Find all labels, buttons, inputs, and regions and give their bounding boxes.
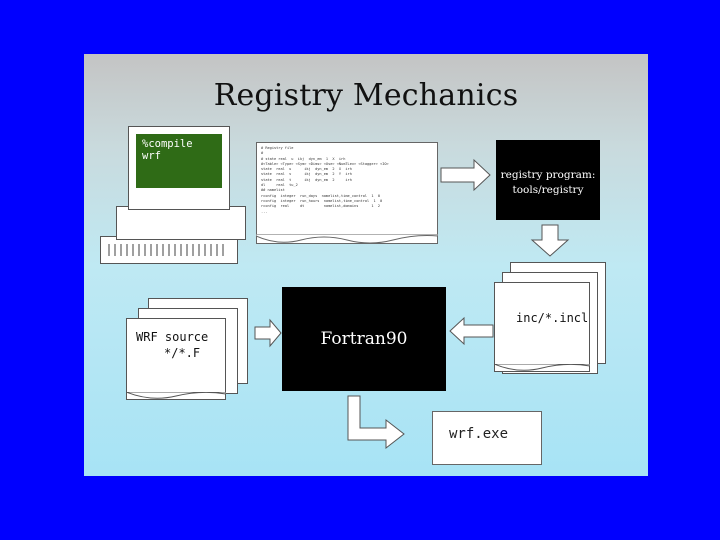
wrf-source-line2: */*.F: [164, 346, 201, 360]
inc-file-wave: [494, 364, 590, 371]
slide: Registry Mechanics %compile wrf # Regist…: [84, 54, 648, 476]
registry-file-document: # Registry file## state real u ikj dyn_e…: [256, 142, 438, 244]
wrf-source-page-front: [126, 318, 226, 400]
registry-file-lines: # Registry file## state real u ikj dyn_e…: [257, 143, 437, 218]
arrow-right-icon: [440, 158, 491, 192]
registry-program-line2: tools/registry: [512, 184, 584, 196]
registry-file-line: # Registry file: [261, 146, 294, 150]
fortran90-label: Fortran90: [320, 329, 408, 349]
wrf-source-line1: WRF source: [136, 330, 209, 344]
registry-program-box: registry program: tools/registry: [496, 140, 600, 220]
arrow-right-small-icon: [254, 318, 282, 348]
registry-file-line: rconfig integer run_hours namelist,time_…: [261, 198, 383, 203]
wrf-executable-label: wrf.exe: [449, 426, 509, 442]
inc-files-label: inc/*.incl: [516, 311, 589, 325]
registry-file-line: ...: [261, 209, 268, 214]
slide-title: Registry Mechanics: [213, 78, 519, 113]
registry-file-line: rconfig integer run_days namelist,time_c…: [261, 193, 380, 198]
compile-command: %compile wrf: [142, 138, 193, 162]
arrow-elbow-icon: [347, 395, 405, 450]
registry-file-line: #: [261, 151, 264, 156]
registry-file-line: rconfig real dt namelist,domains 1 2: [261, 204, 380, 209]
registry-file-line: state real u ikj dyn_em 2 X irh: [261, 167, 352, 172]
inc-file-page-front: [494, 282, 590, 372]
arrow-left-icon: [449, 316, 494, 346]
computer-screen: %compile wrf: [136, 134, 222, 188]
fortran90-box: Fortran90: [282, 287, 446, 391]
keyboard-keys: [108, 244, 228, 256]
registry-file-line: state real v ikj dyn_em 2 Y irh: [261, 172, 352, 177]
registry-file-line: #<Table> <Type> <Sym> <Dims> <Use> <NumT…: [261, 161, 389, 166]
computer-base: [116, 206, 246, 240]
wrf-executable-box: wrf.exe: [432, 411, 542, 465]
arrow-down-icon: [530, 224, 570, 257]
wrf-source-label: WRF source */*.F: [136, 329, 208, 361]
registry-file-line: # state real u ikj dyn_em 1 X irh: [261, 156, 346, 161]
wrf-source-wave: [126, 392, 226, 399]
document-wave-edge: [256, 234, 438, 244]
registry-program-line1: registry program:: [500, 169, 596, 181]
registry-file-line: state real t ikj dyn_em 2 irh: [261, 177, 352, 182]
registry-file-line: dl real tu_2: [261, 183, 355, 188]
registry-file-line: ## namelist: [261, 188, 285, 193]
